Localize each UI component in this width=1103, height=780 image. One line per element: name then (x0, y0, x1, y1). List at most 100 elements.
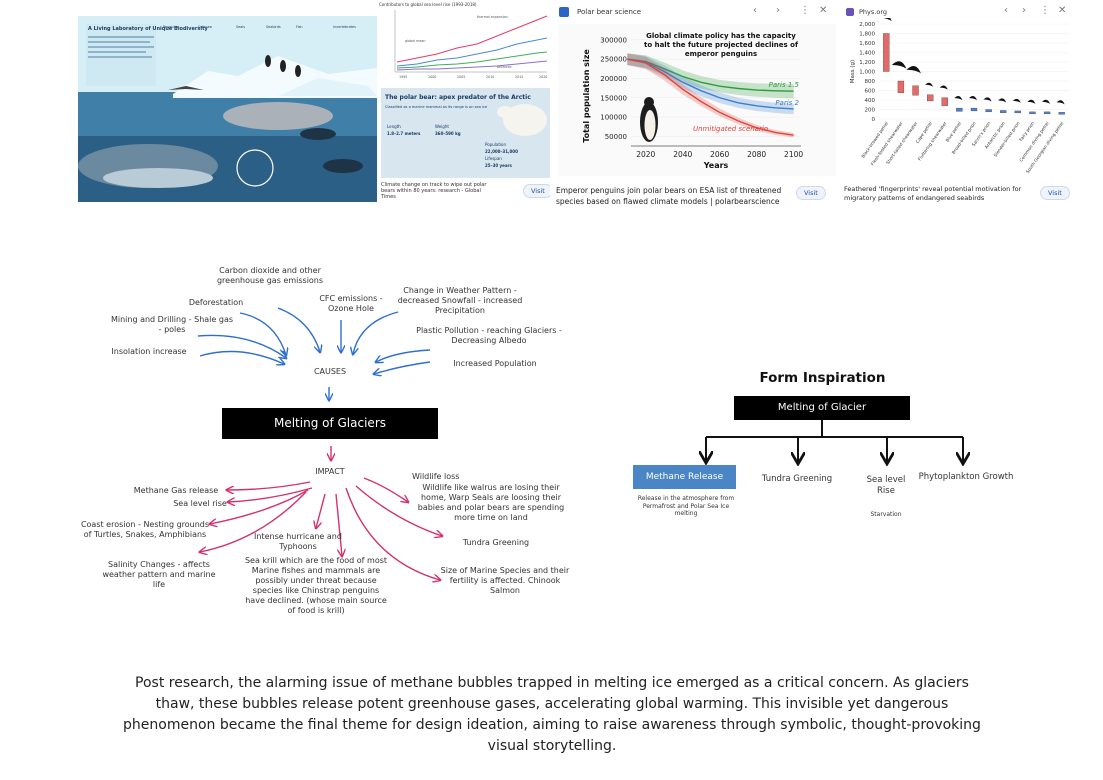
y-tick-200: 200 (865, 108, 876, 114)
range-bar-6 (970, 107, 978, 112)
seabird-icon-1 (891, 61, 907, 69)
visit-button-penguin[interactable]: Visit (796, 186, 826, 200)
arrow-methane (227, 481, 311, 490)
seabird-icon-12 (1056, 100, 1065, 105)
methane-note: Release in the atmosphere from Permafros… (637, 495, 735, 517)
y-tick-800: 800 (865, 79, 876, 85)
series-label-0: Paris 1.5 (769, 81, 800, 89)
y-tick-1800: 1,800 (859, 32, 875, 38)
more-icon[interactable]: ⋮ (800, 5, 810, 16)
legend-seabirds: Seabirds (266, 25, 281, 29)
visit-button-seabird[interactable]: Visit (1040, 186, 1070, 200)
tick-2005: 2005 (457, 75, 465, 79)
seabird-icon-0 (883, 18, 892, 22)
population-label: Population (485, 142, 506, 147)
y-tick-2000: 2,000 (859, 22, 875, 28)
y-tick-600: 600 (865, 89, 876, 95)
arrow-tundra (355, 485, 442, 536)
next-icon[interactable]: › (1022, 5, 1026, 16)
sea-level-chart: Contributors to global sea level rise (1… (379, 2, 550, 178)
y-tick-100000: 100000 (600, 114, 627, 122)
sea-level-chart-title: Contributors to global sea level rise (1… (379, 2, 477, 7)
y-tick-1000: 1,000 (859, 70, 875, 76)
x-tick-2080: 2080 (747, 150, 766, 159)
chart-title-line: emperor penguins (685, 50, 757, 58)
arrow-weather (353, 311, 399, 354)
y-tick-200000: 200000 (600, 75, 627, 83)
range-bar-1 (897, 80, 905, 94)
y-tick-1600: 1,600 (859, 41, 875, 47)
y-tick-50000: 50000 (605, 133, 627, 141)
tick-2010: 2010 (486, 75, 494, 79)
legend-cetacea: Cetacea (198, 25, 212, 29)
chart-title-line: Global climate policy has the capacity (646, 32, 796, 40)
seabird-icon-4 (939, 85, 948, 90)
legend-invertebrates: Invertebrates (333, 25, 356, 29)
arrow-krill (335, 493, 342, 556)
impact-label: IMPACT (315, 467, 345, 476)
impact-tundra: Tundra Greening (462, 538, 530, 547)
y-tick-150000: 150000 (600, 94, 627, 102)
lifespan-label: Lifespan (485, 156, 502, 161)
next-icon[interactable]: › (776, 5, 780, 16)
range-bar-2 (912, 85, 919, 96)
weight-value: 360–590 kg (435, 131, 461, 136)
form-inspiration-title: Form Inspiration (759, 370, 886, 386)
range-bar-3 (927, 94, 934, 102)
seabird-mass-chart: 02004006008001,0001,2001,4001,6001,8002,… (850, 18, 1069, 175)
band-2 (627, 53, 794, 138)
impact-krill: Sea krill which are the food of most Mar… (244, 556, 388, 615)
site-name-phys: Phys.org (859, 8, 887, 16)
band-1 (627, 53, 794, 115)
close-icon[interactable]: ✕ (819, 5, 828, 16)
more-icon[interactable]: ⋮ (1040, 5, 1050, 16)
emperor-penguin-panel[interactable]: Polar bear science ‹ › ⋮ ✕ Global climat… (553, 0, 841, 212)
ocean-illustration: A Living Laboratory of Unique Biodiversi… (78, 16, 377, 202)
tick-1995: 1995 (399, 75, 407, 79)
series-label-1: Paris 2 (775, 99, 799, 107)
seabird-icon-5 (954, 95, 963, 101)
prev-icon[interactable]: ‹ (753, 5, 757, 16)
penguin-belly (644, 110, 656, 140)
legend-penguins: Penguins (163, 25, 179, 29)
sea-level-polar-bear-panel[interactable]: Contributors to global sea level rise (1… (377, 0, 550, 210)
length-value: 1.8–2.7 meters (387, 131, 421, 136)
band-0 (627, 53, 794, 99)
legend-seals: Seals (236, 25, 245, 29)
impact-salinity: Salinity Changes - affects weather patte… (102, 560, 216, 589)
cause-deforestation: Deforestation (188, 298, 244, 307)
legend-fish: Fish (296, 25, 303, 29)
range-bar-8 (1000, 110, 1007, 113)
close-icon[interactable]: ✕ (1058, 5, 1067, 16)
range-bar-10 (1029, 111, 1036, 115)
polar-bear-title: The polar bear: apex predator of the Arc… (385, 94, 531, 101)
cause-population: Increased Population (453, 359, 537, 368)
sealevel-note: Starvation (870, 511, 902, 518)
visit-button-polar-bear[interactable]: Visit (523, 184, 550, 198)
prev-icon[interactable]: ‹ (1004, 5, 1008, 16)
arrow-mining (197, 334, 286, 358)
label-thermal: thermal expansion (477, 15, 508, 19)
arrow-hurricane (316, 493, 326, 528)
biodiversity-title: A Living Laboratory of Unique Biodiversi… (88, 26, 208, 32)
tick-2015: 2015 (515, 75, 523, 79)
series-line-0 (627, 58, 794, 92)
y-axis-label: Mass (g) (850, 60, 856, 83)
seabird-icon-11 (1042, 99, 1051, 104)
arrow-plastic (376, 349, 431, 362)
x-axis-label: Years (703, 161, 729, 170)
biodiversity-infographic[interactable]: A Living Laboratory of Unique Biodiversi… (78, 16, 377, 202)
seabird-caption[interactable]: Feathered 'fingerprints' reveal potentia… (844, 185, 1022, 202)
seabird-icon-9 (1012, 98, 1021, 103)
penguin-caption[interactable]: Emperor penguins join polar bears on ESA… (556, 186, 782, 206)
polar-bear-caption[interactable]: Climate change on track to wipe out pola… (381, 182, 487, 200)
y-axis-label: Total population size (582, 49, 591, 143)
arrow-insolation (199, 350, 284, 365)
panel4-toolbar: Phys.org ‹ › ⋮ ✕ (841, 0, 1074, 24)
form-child-sea-level-rise: Sea level Rise (866, 475, 906, 496)
range-bar-7 (985, 109, 992, 113)
arrow-wildlife (363, 477, 408, 502)
